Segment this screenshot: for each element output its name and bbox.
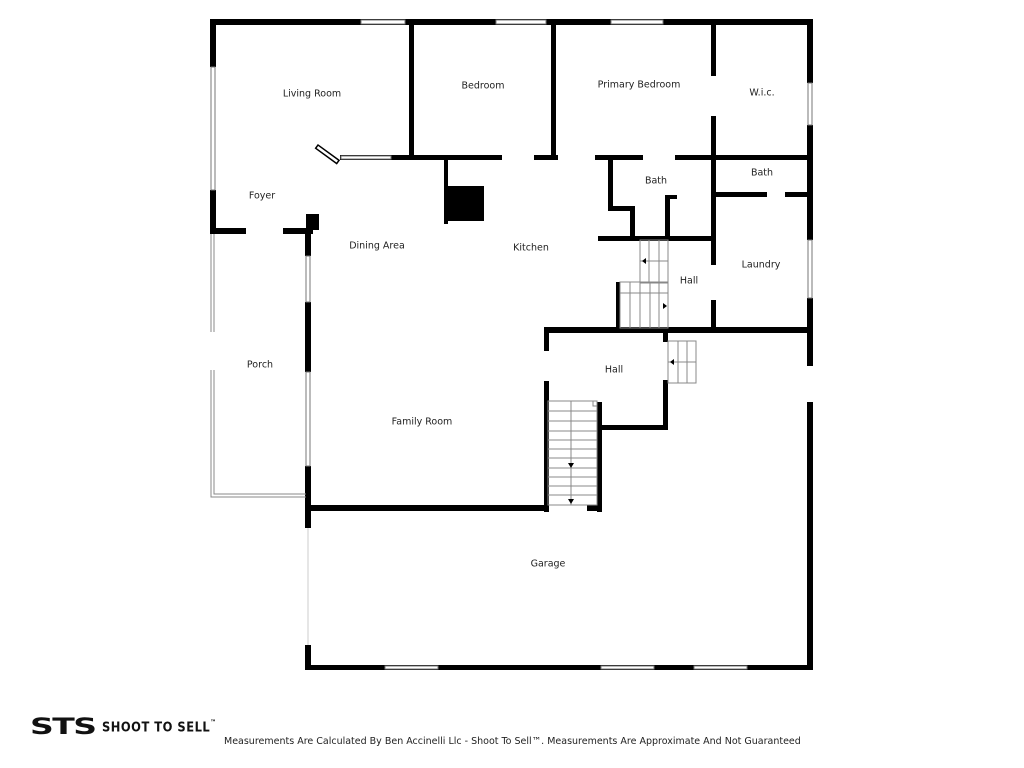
- logo-text-label: SHOOT TO SELL: [102, 718, 211, 736]
- room-label-wic: W.i.c.: [749, 87, 775, 99]
- stairs-upper: [619, 239, 669, 329]
- room-label-garage: Garage: [530, 558, 566, 570]
- windows: [210, 19, 813, 670]
- room-label-primary-bedroom: Primary Bedroom: [597, 79, 681, 91]
- room-label-laundry: Laundry: [741, 259, 781, 271]
- room-label-kitchen: Kitchen: [513, 242, 549, 254]
- logo-tm: ™: [210, 718, 217, 727]
- room-label-bath-2: Bath: [750, 167, 774, 179]
- porch-outline: [210, 234, 306, 498]
- walls: [210, 19, 813, 670]
- logo-mark: STS: [30, 714, 97, 740]
- room-label-hall-upper: Hall: [679, 275, 699, 287]
- room-label-family-room: Family Room: [391, 416, 453, 428]
- measurement-disclaimer: Measurements Are Calculated By Ben Accin…: [224, 736, 801, 747]
- stairs-lower: [547, 400, 598, 506]
- brand-logo: STS SHOOT TO SELL™: [30, 714, 217, 740]
- room-label-foyer: Foyer: [248, 190, 276, 202]
- room-label-bath-1: Bath: [644, 175, 668, 187]
- logo-text: SHOOT TO SELL™: [102, 719, 217, 735]
- bay-window: [314, 143, 341, 165]
- room-label-bedroom: Bedroom: [461, 80, 505, 92]
- room-label-dining-area: Dining Area: [349, 240, 405, 252]
- room-label-hall-lower: Hall: [604, 364, 624, 376]
- room-label-living-room: Living Room: [282, 88, 342, 100]
- room-label-porch: Porch: [246, 359, 274, 371]
